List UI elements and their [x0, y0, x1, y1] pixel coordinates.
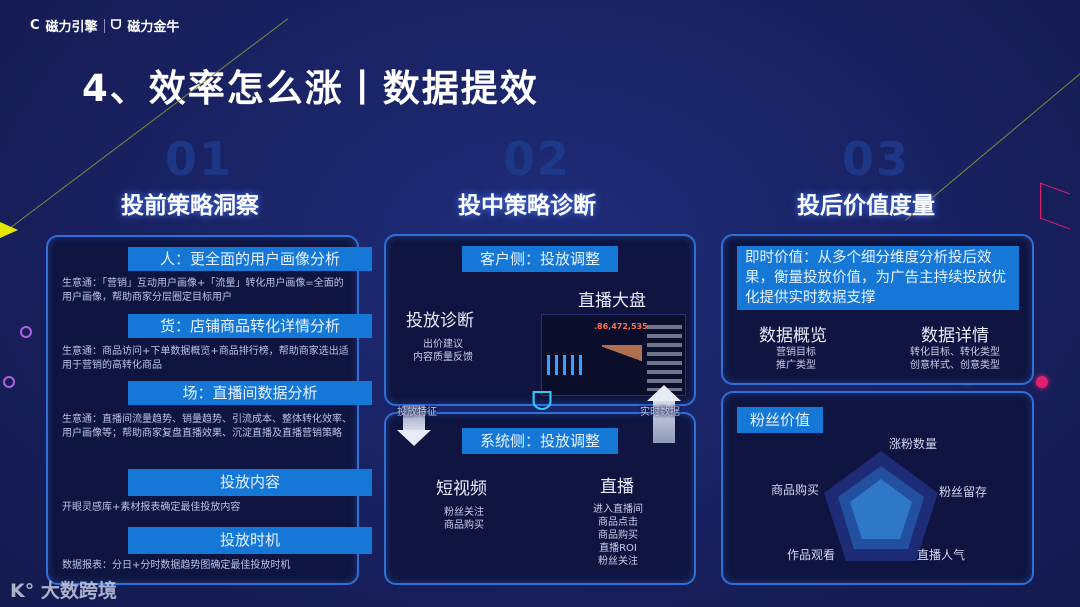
radar-chart	[824, 451, 938, 561]
watermark-text: 大数跨境	[40, 580, 117, 602]
watermark-logo-icon: K°	[10, 580, 35, 602]
dashboard-list	[647, 325, 682, 391]
diagnosis-items: 出价建议 内容质量反馈	[413, 339, 473, 363]
arrow-down-head	[397, 430, 431, 446]
divider	[103, 18, 105, 33]
overview-title: 数据概览	[759, 326, 827, 346]
brand-1: 磁力引擎	[45, 20, 98, 35]
arrow-down-label: 投放特征	[397, 407, 437, 418]
radar-label: 商品购买	[771, 483, 820, 497]
client-bar: 客户侧：投放调整	[462, 246, 618, 272]
brand-logos: C 磁力引擎 ᗜ 磁力金牛	[30, 16, 179, 35]
timing-desc: 数据报表：分日+分时数据趋势图确定最佳投放时机	[62, 560, 291, 571]
arrow-up-shaft	[653, 401, 675, 443]
timing-bar: 投放时机	[128, 527, 372, 554]
section-title: 投中策略诊断	[458, 193, 596, 219]
client-side-panel: 客户侧：投放调整 投放诊断 出价建议 内容质量反馈 直播大盘 .86,472,5…	[384, 234, 696, 406]
detail-title: 数据详情	[921, 326, 989, 346]
pre-campaign-panel: 人：更全面的用户画像分析 生意通：「营销」互动用户画像+「流量」转化用户画像=全…	[46, 235, 372, 585]
radar-label: 涨粉数量	[889, 437, 938, 451]
short-video-title: 短视频	[436, 479, 487, 499]
system-side-panel: 系统侧：投放调整 短视频 粉丝关注 商品购买 直播 进入直播间 商品点击 商品购…	[384, 412, 696, 585]
section-number: 01	[165, 132, 234, 186]
dot-decor-icon	[1036, 376, 1048, 388]
bull-logo-icon: ᗜ	[531, 387, 553, 417]
venue-bar: 场：直播间数据分析	[128, 381, 372, 405]
magnet-engine-icon: C	[30, 18, 40, 33]
radar-label: 直播人气	[917, 548, 966, 562]
radar-label: 粉丝留存	[939, 485, 988, 499]
brand-2: 磁力金牛	[127, 20, 180, 35]
dashboard-bar-chart	[547, 355, 587, 375]
watermark: K° 大数跨境	[10, 576, 117, 603]
live-title: 直播	[600, 477, 634, 497]
live-items: 进入直播间 商品点击 商品购买 直播ROI 粉丝关注	[593, 504, 643, 567]
fans-value-bar: 粉丝价值	[737, 407, 823, 433]
content-desc: 开眼灵感库+素材报表确定最佳投放内容	[62, 502, 241, 513]
radar-label: 作品观看	[787, 548, 836, 562]
goods-bar: 货：店铺商品转化详情分析	[128, 314, 372, 338]
instant-value-panel: 即时价值：从多个细分维度分析投后效果，衡量投放价值，为广告主持续投放优化提供实时…	[721, 234, 1034, 385]
content-bar: 投放内容	[128, 469, 372, 496]
section-title: 投前策略洞察	[121, 193, 259, 219]
bull-icon: ᗜ	[110, 18, 122, 33]
page-title: 4、效率怎么涨丨数据提效	[82, 67, 539, 110]
arrow-up-icon	[647, 385, 681, 401]
dashboard-value: .86,472,535	[594, 322, 648, 331]
dashboard-title: 直播大盘	[578, 291, 646, 311]
detail-items: 转化目标、转化类型 创意样式、创意类型	[910, 347, 1000, 371]
short-video-items: 粉丝关注 商品购买	[444, 507, 484, 531]
dashboard-screenshot: .86,472,535	[541, 314, 686, 396]
section-number: 02	[503, 132, 572, 186]
venue-desc: 生意通：直播间流量趋势、销量趋势、引流成本、整体转化效率、用户画像等；帮助商家复…	[62, 414, 352, 439]
dot-decor-icon	[20, 326, 32, 338]
goods-desc: 生意通：商品访问+下单数据概览+商品排行榜，帮助商家选出适用于营销的高转化商品	[62, 346, 349, 371]
people-desc: 生意通：「营销」互动用户画像+「流量」转化用户画像=全面的用户画像，帮助商家分层…	[62, 278, 344, 303]
fans-value-panel: 粉丝价值 涨粉数量 粉丝留存 直播人气 作品观看 商品购买	[721, 391, 1034, 585]
triangle-outline-decor-icon	[1040, 182, 1070, 230]
system-bar: 系统侧：投放调整	[462, 428, 618, 454]
dot-decor-icon	[3, 376, 15, 388]
section-number: 03	[842, 132, 911, 186]
arrow-up-label: 实时数据	[640, 407, 680, 418]
instant-value-bar: 即时价值：从多个细分维度分析投后效果，衡量投放价值，为广告主持续投放优化提供实时…	[737, 246, 1019, 310]
section-title: 投后价值度量	[797, 193, 935, 219]
triangle-decor-icon	[0, 222, 18, 238]
arrow-down-icon	[403, 405, 425, 431]
diagnosis-title: 投放诊断	[406, 311, 474, 331]
overview-items: 营销目标 推广类型	[776, 347, 816, 371]
radar-inner	[850, 479, 912, 539]
dashboard-area-chart	[602, 345, 642, 363]
people-bar: 人：更全面的用户画像分析	[128, 247, 372, 271]
